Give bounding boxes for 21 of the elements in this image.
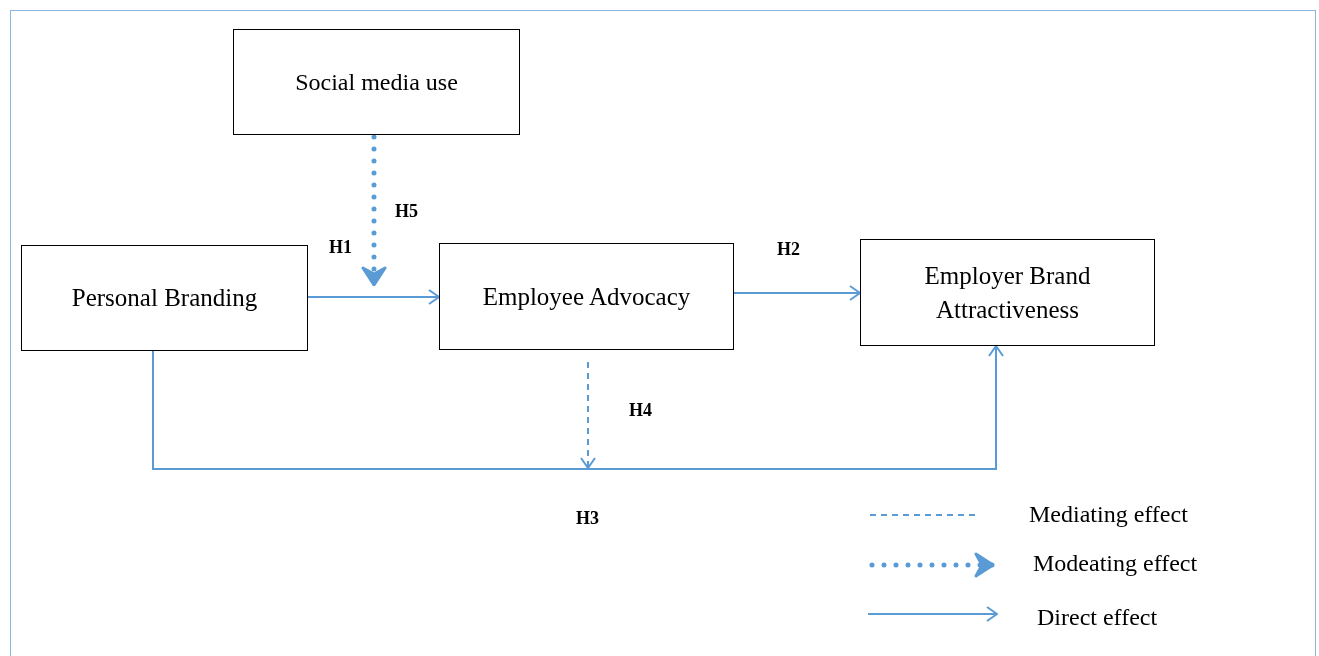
arrow xyxy=(733,285,861,301)
arrow xyxy=(307,289,440,305)
node-label: Employee Advocacy xyxy=(482,281,691,312)
edge-label: H1 xyxy=(329,236,352,258)
node-label: Employer Brand Attractiveness xyxy=(923,260,1092,325)
edge-label: H5 xyxy=(395,200,418,222)
node-label: Personal Branding xyxy=(71,283,258,314)
arrow xyxy=(152,345,1004,470)
legend-label: Direct effect xyxy=(1037,603,1158,631)
construct-box xyxy=(233,29,520,135)
edge-label: H4 xyxy=(629,399,652,421)
legend-label: Modeating effect xyxy=(1033,549,1198,577)
legend-label: Mediating effect xyxy=(1029,500,1188,528)
construct-box xyxy=(21,245,308,351)
construct-box xyxy=(860,239,1155,346)
edge-label: H3 xyxy=(576,507,599,529)
arrow xyxy=(580,361,596,469)
construct-box xyxy=(439,243,734,350)
node-label: Social media use xyxy=(295,68,458,97)
arrow xyxy=(361,134,387,288)
edge-label: H2 xyxy=(777,238,800,260)
